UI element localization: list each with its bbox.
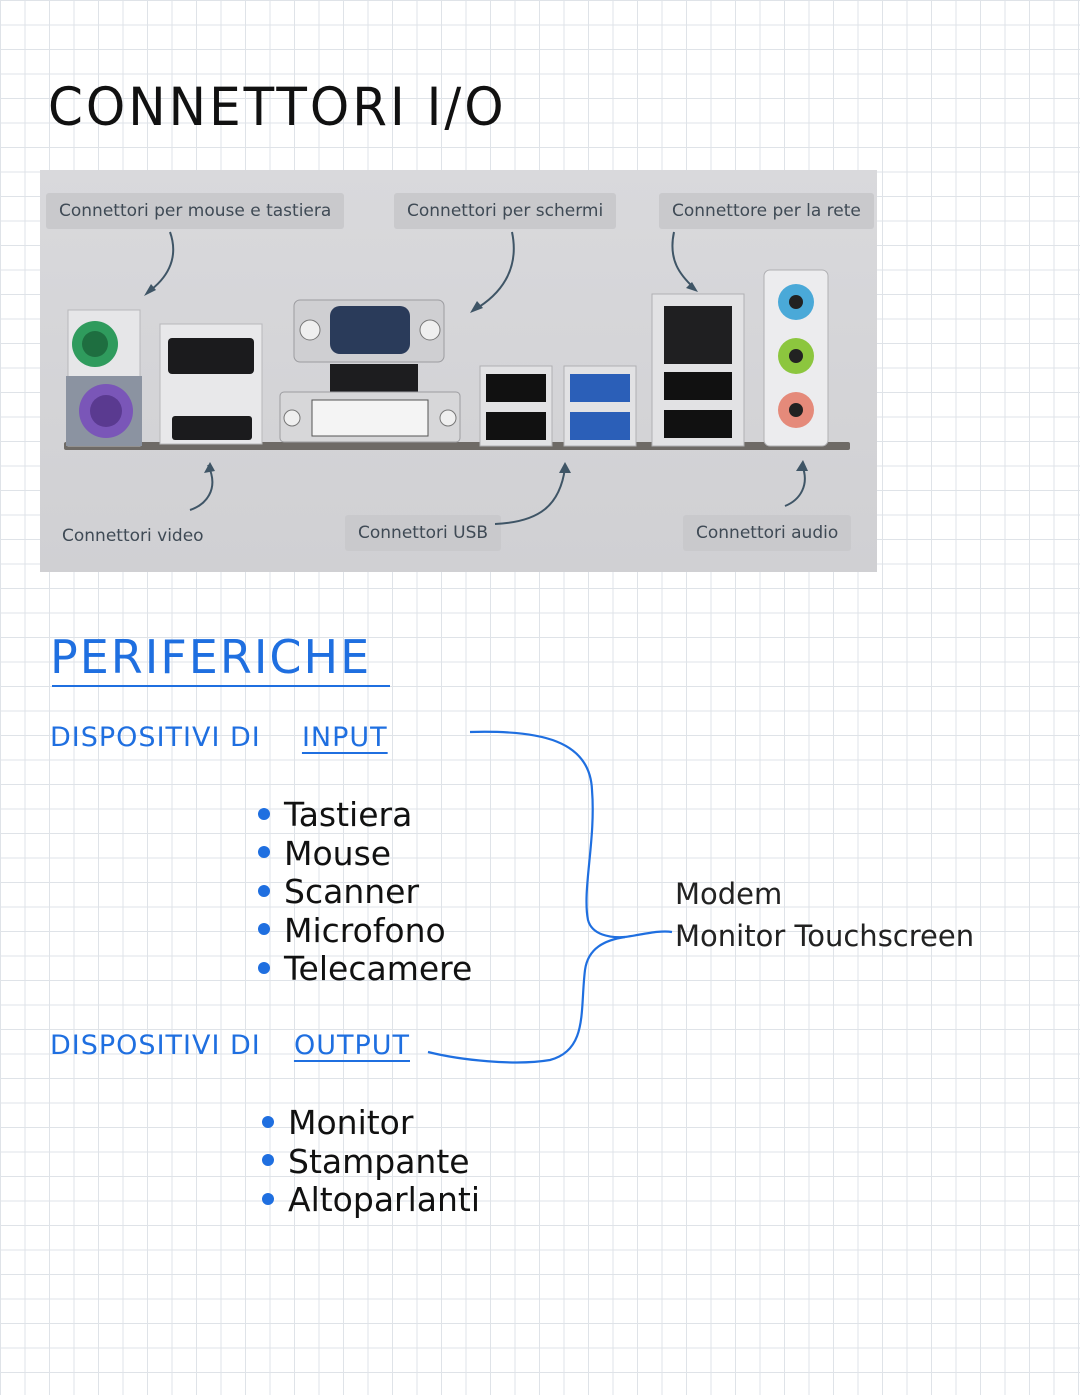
list-item: Tastiera: [258, 795, 472, 835]
arrow-usb: [494, 467, 566, 525]
io-panel-photo: Connettori per mouse e tastiera Connetto…: [40, 170, 877, 572]
label-video: Connettori video: [62, 526, 204, 546]
section-heading: PERIFERICHE: [50, 630, 372, 684]
output-heading: DISPOSITIVI DI OUTPUT: [50, 1030, 410, 1061]
label-mouse-keyboard: Connettori per mouse e tastiera: [46, 193, 345, 229]
usb3-port-top: [570, 374, 630, 402]
arrowhead-6: [796, 460, 808, 471]
label-audio: Connettori audio: [683, 515, 852, 551]
lan-usb-bottom: [664, 410, 732, 438]
label-usb: Connettori USB: [345, 515, 502, 551]
arrow-audio: [784, 464, 806, 507]
arrowhead-3: [686, 282, 698, 292]
note-touchscreen: Monitor Touchscreen: [675, 919, 975, 953]
label-screens: Connettori per schermi: [394, 193, 617, 229]
ethernet-port: [664, 306, 732, 364]
input-keyword: INPUT: [301, 722, 388, 753]
vga-port: [330, 306, 410, 354]
bullet-icon: [258, 923, 270, 935]
list-item: Microfono: [258, 911, 472, 951]
output-list: Monitor Stampante Altoparlanti: [262, 1103, 480, 1220]
output-keyword: OUTPUT: [293, 1030, 410, 1061]
note-modem: Modem: [675, 877, 783, 911]
arrowhead-1: [144, 284, 156, 296]
input-prefix: DISPOSITIVI DI: [50, 722, 261, 753]
usb2-port-top: [486, 374, 546, 402]
arrow-screens: [473, 231, 515, 311]
usb2-port-bottom: [486, 412, 546, 440]
output-prefix: DISPOSITIVI DI: [50, 1030, 261, 1061]
ports-illustration: [66, 231, 829, 525]
arrow-mouse-keyboard: [147, 231, 175, 293]
arrowhead-5: [559, 462, 571, 473]
bullet-icon: [258, 884, 270, 897]
bullet-icon: [262, 1192, 274, 1205]
list-item: Stampante: [262, 1142, 480, 1182]
bullet-icon: [258, 846, 270, 858]
list-item: Scanner: [258, 872, 472, 912]
list-item: Altoparlanti: [262, 1180, 480, 1220]
list-item: Mouse: [258, 834, 472, 874]
input-heading: DISPOSITIVI DI INPUT: [50, 722, 388, 753]
displayport-port: [168, 338, 254, 374]
heading-underline: [52, 685, 390, 687]
arrowhead-4: [204, 462, 215, 473]
bullet-icon: [262, 1115, 274, 1128]
arrow-network: [671, 231, 695, 289]
arrowhead-2: [470, 301, 483, 313]
usb3-port-bottom: [570, 412, 630, 440]
dvi-port: [311, 399, 429, 437]
hdmi-port: [172, 416, 252, 440]
list-item: Monitor: [262, 1103, 480, 1143]
bullet-icon: [258, 961, 270, 974]
input-list: Tastiera Mouse Scanner Microfono Telecam…: [258, 795, 472, 989]
label-network: Connettore per la rete: [659, 193, 874, 229]
page-title: CONNETTORI I/O: [48, 76, 507, 138]
bullet-icon: [258, 807, 270, 820]
port-panel-base: [64, 442, 850, 450]
brace-connector: [427, 730, 673, 1064]
bullet-icon: [262, 1154, 274, 1166]
lan-usb-top: [664, 372, 732, 400]
both-devices-note: Modem Monitor Touchscreen: [675, 873, 974, 957]
list-item: Telecamere: [258, 949, 472, 989]
